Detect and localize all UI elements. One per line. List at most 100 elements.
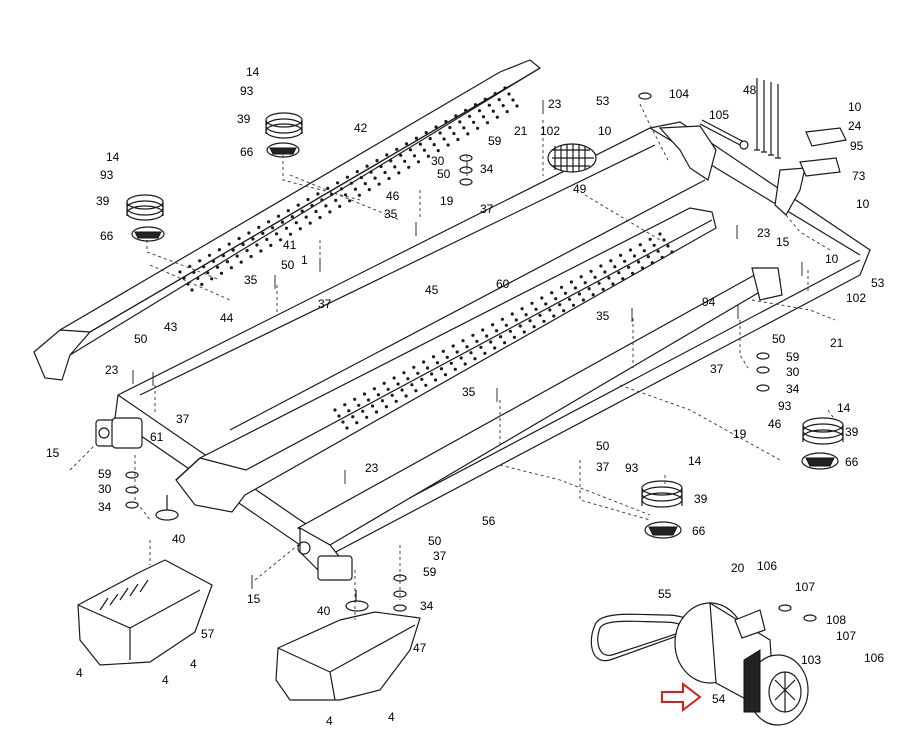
perforation-dot — [347, 409, 351, 413]
perforation-dot — [374, 410, 379, 414]
perforation-dot — [499, 335, 503, 339]
perforation-dot — [424, 383, 428, 387]
perforation-dot — [475, 339, 479, 343]
perforation-dot — [361, 409, 365, 413]
callout-41: 41 — [283, 238, 297, 252]
callout-45: 45 — [425, 283, 439, 297]
perforation-dot — [430, 372, 434, 376]
perforation-dot — [202, 265, 206, 269]
perforation-dot — [646, 255, 650, 259]
callout-4b: 4 — [190, 657, 197, 671]
perforation-dot — [532, 325, 536, 329]
perforation-dot — [412, 365, 416, 369]
callout-47: 47 — [413, 641, 427, 655]
perforation-dot — [366, 398, 371, 402]
perforation-dot — [373, 176, 377, 180]
perforation-dot — [464, 108, 468, 112]
perforation-dot — [186, 282, 190, 286]
perforation-dot — [504, 323, 508, 327]
perforation-dot — [178, 270, 182, 274]
washer — [459, 154, 473, 162]
callout-102a: 102 — [540, 124, 560, 138]
perforation-dot — [416, 371, 420, 375]
perforation-dot — [330, 192, 334, 196]
footpad-group-1 — [265, 112, 303, 158]
perforation-dot — [540, 296, 544, 300]
callout-23b: 23 — [757, 226, 771, 240]
callout-39a: 39 — [237, 112, 251, 126]
perforation-dot — [454, 114, 458, 118]
perforation-dot — [461, 339, 465, 343]
callout-34a: 34 — [480, 162, 494, 176]
callout-107b: 107 — [836, 629, 856, 643]
perforation-dot — [420, 377, 424, 381]
perforation-dot — [632, 254, 637, 258]
callout-35d: 35 — [462, 385, 476, 399]
callout-50b: 50 — [281, 258, 295, 272]
perforation-dot — [403, 159, 407, 163]
perforation-dot — [284, 226, 289, 230]
perforation-dot — [407, 165, 411, 169]
callout-103: 103 — [801, 653, 821, 667]
perforation-dot — [444, 119, 448, 124]
bracket-73 — [799, 157, 841, 177]
perforation-dot — [503, 86, 507, 90]
callout-56: 56 — [482, 514, 496, 528]
perforation-dot — [451, 344, 455, 348]
perforation-dot — [345, 175, 349, 179]
perforation-dot — [518, 324, 522, 328]
callout-39d: 39 — [694, 492, 708, 506]
footpad-group-2 — [126, 194, 165, 242]
perforation-dot — [638, 243, 642, 247]
perforation-dot — [400, 388, 404, 392]
callout-93c: 93 — [778, 399, 792, 413]
perforation-dot — [452, 131, 456, 136]
perforation-dot — [247, 231, 251, 235]
perforation-dot — [288, 232, 293, 236]
perforation-dot — [351, 415, 355, 419]
bolt-105 — [699, 119, 749, 150]
perforation-dot — [441, 349, 445, 353]
callout-95: 95 — [850, 139, 864, 153]
perforation-dot — [385, 153, 389, 157]
perforation-dot — [182, 276, 186, 280]
perforation-dot — [619, 253, 623, 257]
perforation-dot — [628, 248, 633, 252]
perforation-dot — [275, 232, 279, 236]
callout-23d: 23 — [365, 461, 379, 475]
perforation-dot — [383, 170, 387, 175]
perforation-dot — [372, 387, 376, 391]
callout-54: 54 — [712, 692, 726, 706]
perforation-dot — [235, 254, 239, 258]
perforation-dot — [662, 238, 666, 242]
perforation-dot — [367, 188, 371, 192]
perforation-dot — [640, 266, 645, 270]
callout-37f: 37 — [433, 549, 447, 563]
callout-15a: 15 — [776, 235, 790, 249]
perforation-dot — [280, 220, 285, 224]
perforation-dot — [563, 291, 568, 295]
perforation-dot — [571, 303, 576, 307]
callout-4d: 4 — [326, 714, 333, 728]
perforation-dot — [345, 426, 349, 430]
perforation-dot — [300, 209, 304, 213]
footpad-group-3 — [801, 417, 844, 470]
right-side-rail — [175, 207, 717, 513]
perforation-dot — [471, 333, 475, 337]
perforation-dot — [245, 248, 249, 253]
perforation-dot — [453, 367, 457, 371]
callout-44: 44 — [220, 311, 234, 325]
perforation-dot — [534, 307, 538, 311]
perforation-dot — [298, 227, 302, 231]
perforation-dot — [426, 154, 430, 158]
perforation-dot — [550, 291, 554, 295]
perforation-dot — [386, 387, 390, 391]
callout-37b: 37 — [318, 297, 332, 311]
perforation-dot — [573, 286, 578, 290]
perforation-dot — [376, 393, 380, 397]
callout-35a: 35 — [384, 207, 398, 221]
perforation-dot — [514, 318, 518, 322]
perforation-dot — [328, 210, 332, 214]
perforation-dot — [623, 259, 627, 263]
callout-108: 108 — [826, 613, 846, 627]
